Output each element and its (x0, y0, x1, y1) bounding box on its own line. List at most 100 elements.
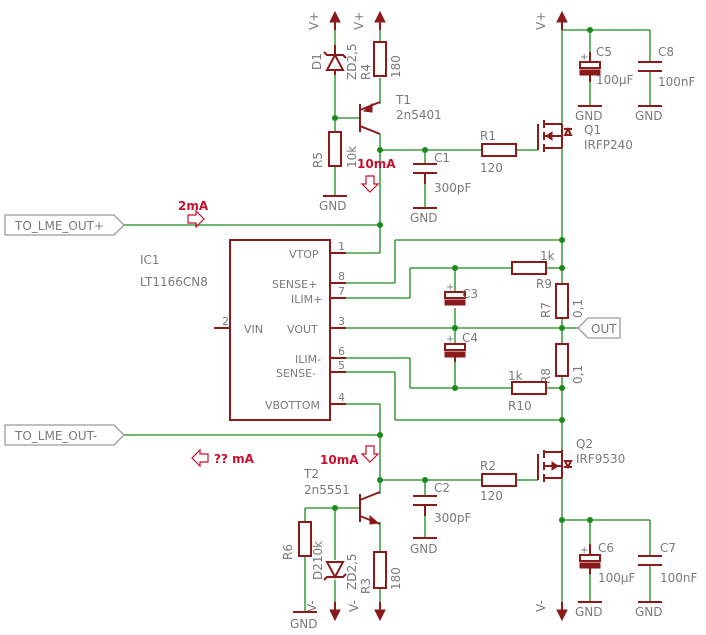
port-out-label: OUT (591, 322, 617, 336)
t1-pnp-transistor: T1 2n5401 (359, 93, 442, 135)
c1-capacitor: C1 300pF (413, 151, 472, 195)
t1-value: 2n5401 (396, 108, 442, 122)
pin-num-1: 1 (338, 240, 345, 253)
supply-vminus-r6: V- (305, 600, 319, 612)
port-lme-out-plus: TO_LME_OUT+ (4, 214, 125, 236)
gnd-c6: GND (575, 605, 603, 619)
pin-num-4: 4 (338, 391, 345, 404)
c6-electrolytic-capacitor: + C6 100µF (579, 541, 636, 585)
r3-ref: R3 (359, 578, 373, 594)
annotation-10ma-bottom: 10mA (320, 453, 359, 467)
r9-ref: R9 (536, 277, 552, 291)
gnd-r6: GND (290, 617, 318, 631)
c5-value: 100µF (596, 73, 634, 87)
r8-resistor: R8 0,1 (539, 343, 585, 384)
arrow-down-bottom (360, 445, 380, 463)
annotation-2ma: 2mA (178, 199, 209, 213)
pin-vtop: VTOP (289, 248, 319, 261)
pin-num-5: 5 (338, 359, 345, 372)
supply-vplus-d1: V+ (307, 10, 341, 30)
r9-resistor: 1k R9 (511, 249, 555, 291)
pin-vbottom: VBOTTOM (265, 399, 320, 412)
c7-value: 100nF (660, 571, 698, 585)
annotation-10ma-top: 10mA (357, 157, 396, 171)
r4-resistor: R4 180 (359, 41, 403, 80)
r8-value: 0,1 (571, 365, 585, 384)
vminus-label-3: V- (305, 600, 319, 612)
pin-sense-minus: SENSE- (276, 367, 316, 380)
c6-value: 100µF (598, 571, 636, 585)
q1-value: IRFP240 (584, 138, 633, 152)
r7-resistor: R7 0,1 (539, 283, 585, 319)
vminus-label-1: V- (534, 600, 548, 612)
r6-resistor: R6 (281, 521, 312, 560)
c1-value: 300pF (434, 181, 472, 195)
pin-ilim-plus: ILIM+ (291, 293, 322, 306)
port-lme-out-minus: TO_LME_OUT- (4, 424, 125, 446)
q2-value: IRF9530 (576, 452, 625, 466)
arrow-right-in (187, 209, 205, 229)
c2-ref: C2 (434, 481, 450, 495)
r3-resistor: R3 180 (359, 551, 403, 594)
t2-npn-transistor: T2 2n5551 (303, 467, 381, 525)
pin-num-6: 6 (338, 345, 345, 358)
c1-ref: C1 (434, 151, 450, 165)
r8-ref: R8 (539, 368, 553, 384)
d1-ref: D1 (310, 53, 324, 70)
d2-ref: D2 (311, 563, 325, 580)
ic1-lt1166: IC1 LT1166CN8 VTOP SENSE+ ILIM+ VIN VOUT… (140, 239, 346, 421)
port-lme-out-minus-label: TO_LME_OUT- (14, 429, 97, 443)
r6-value: 10k (311, 541, 325, 563)
svg-text:+: + (446, 334, 454, 345)
vplus-label-3: V+ (534, 12, 548, 30)
gnd-c2: GND (410, 542, 438, 556)
supply-vminus-r3 (374, 602, 386, 622)
r2-resistor: R2 120 (480, 459, 517, 503)
pin-num-8: 8 (338, 270, 345, 283)
r7-ref: R7 (539, 302, 553, 318)
c4-ref: C4 (462, 331, 478, 345)
gnd-r5: GND (319, 199, 347, 213)
q2-pmos: Q2 IRF9530 (537, 437, 625, 482)
c2-capacitor: C2 300pF (413, 481, 472, 525)
r1-value: 120 (480, 161, 503, 175)
t2-value: 2n5551 (304, 483, 350, 497)
supply-vplus-q1: V+ (534, 10, 568, 30)
c4-electrolytic-capacitor: + C4 (444, 331, 478, 362)
q1-nmos: Q1 IRFP240 (537, 120, 633, 152)
pin-vout: VOUT (287, 323, 318, 336)
r3-value: 180 (389, 567, 403, 590)
supply-vminus-d2: V- (329, 600, 361, 622)
vplus-label-2: V+ (352, 12, 366, 30)
c6-ref: C6 (598, 541, 614, 555)
r1-resistor: R1 120 (480, 129, 517, 175)
pin-vin: VIN (244, 323, 263, 336)
gnd-c1: GND (410, 211, 438, 225)
r4-ref: R4 (359, 64, 373, 80)
r10-resistor: 1k R10 (508, 369, 547, 413)
arrow-down-top (360, 175, 380, 193)
svg-text:+: + (446, 282, 454, 293)
pin-sense-plus: SENSE+ (272, 278, 317, 291)
d2-ref-value: D210k (311, 541, 325, 580)
pin-num-3: 3 (338, 315, 345, 328)
r6-ref: R6 (281, 544, 295, 560)
c8-value: 100nF (658, 75, 696, 89)
gnd-c8: GND (635, 109, 663, 123)
c8-capacitor: C8 100nF (638, 45, 696, 89)
r5-resistor: R5 10k (311, 131, 359, 168)
gnd-c5: GND (575, 109, 603, 123)
vplus-label-1: V+ (307, 12, 321, 30)
c5-electrolytic-capacitor: + C5 100µF (579, 45, 634, 87)
svg-text:+: + (580, 52, 588, 63)
supply-vplus-r4: V+ (352, 10, 386, 30)
junction-dots (332, 27, 593, 523)
annotation-unknown-ma: ?? mA (214, 452, 255, 466)
supply-vminus-q2: V- (534, 600, 568, 622)
d2-zener: D210k ZD2,5 (311, 541, 359, 590)
t2-ref: T2 (303, 467, 319, 481)
vminus-label-2: V- (347, 600, 361, 612)
d1-zener: D1 ZD2,5 (310, 43, 359, 80)
r4-value: 180 (389, 55, 403, 78)
